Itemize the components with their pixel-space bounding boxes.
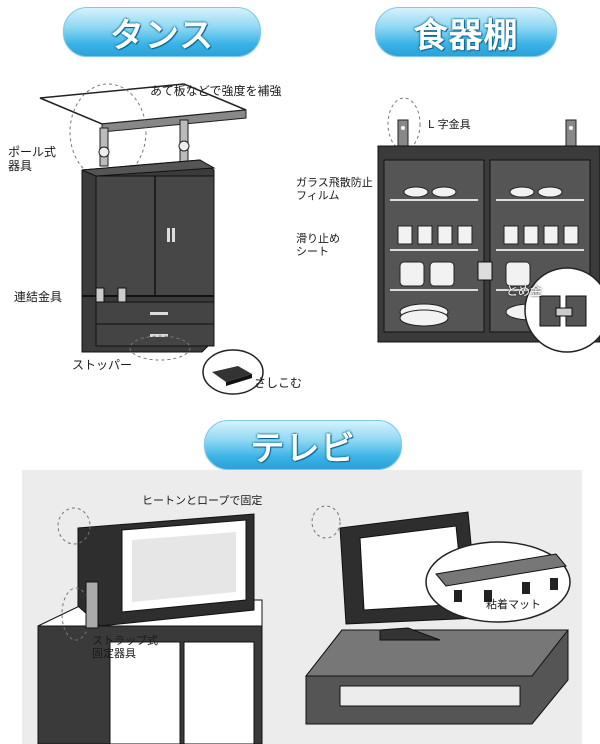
label-adhesive-mat: 粘着マット [486,598,541,611]
label-glass-film: ガラス飛散防止 フィルム [296,176,373,203]
shokkidana-illustration [377,97,600,353]
label-latch: とめ金 [506,284,543,298]
tansu-illustration [39,83,264,395]
label-hook-rope: ヒートンとロープで固定 [142,494,263,507]
tv-title: テレビ [250,428,356,469]
label-wedge: さしこむ [254,376,303,390]
label-l-bracket: L 字金具 [428,118,471,131]
tv-title-pill: テレビ [204,420,402,470]
tansu-title: タンス [109,15,215,56]
shokkidana-title: 食器棚 [413,15,519,56]
label-pole-device: ポール式 器具 [8,145,57,174]
label-strap-device: ストラップ式 固定器具 [92,634,158,661]
label-brace-plate: あて板などで強度を補強 [150,84,282,98]
label-anti-slip: 滑り止め シート [296,232,340,259]
tansu-title-pill: タンス [63,7,261,57]
label-connector: 連結金具 [14,290,63,304]
shokkidana-title-pill: 食器棚 [375,7,557,57]
tv-illustration [22,470,582,744]
label-stopper: ストッパー [72,358,133,372]
